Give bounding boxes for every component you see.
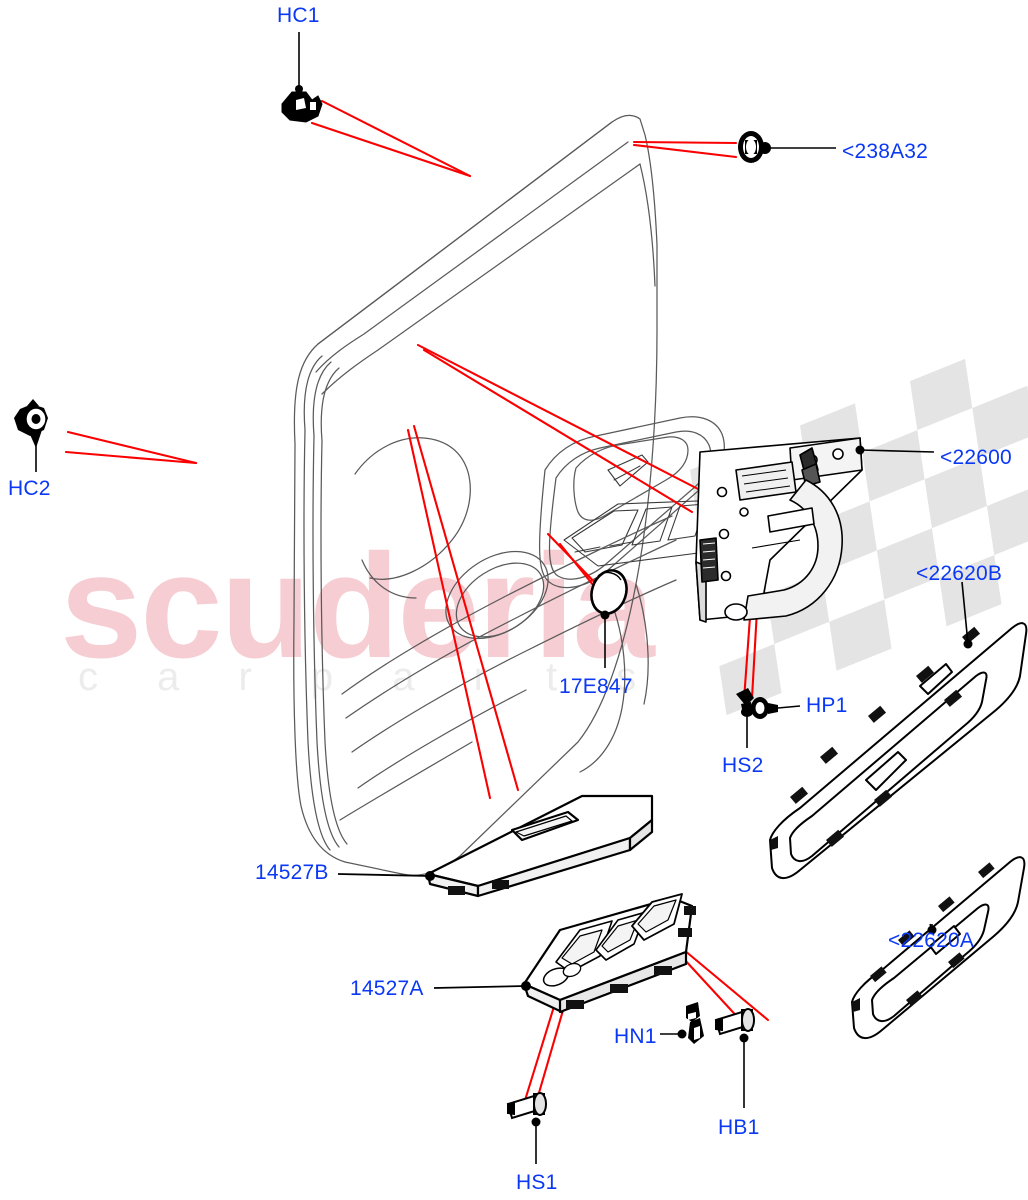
part-label-hp1: HP1 (806, 694, 848, 717)
part-hn1-retainer (686, 1002, 704, 1044)
part-label-hc1: HC1 (277, 4, 320, 27)
leader-line-22620b (961, 581, 969, 645)
leader-line-hp1 (777, 705, 801, 709)
part-14527a-switch-bezel (522, 893, 696, 1014)
part-label-14527b: 14527B (255, 861, 329, 884)
part-238a32-grommet (738, 131, 771, 163)
part-hc1-clip (281, 91, 323, 123)
part-label-hc2: HC2 (8, 477, 51, 500)
part-label-22600: <22600 (940, 446, 1012, 469)
part-14527b-switch-bezel (426, 794, 654, 898)
part-label-238a32: <238A32 (842, 140, 929, 163)
part-hb1-bolt (714, 1008, 755, 1036)
part-hc2-clip (14, 399, 48, 448)
part-22620b-handle-bezel-upper (769, 622, 1028, 879)
watermark-carparts: c a r p a r t s (78, 655, 661, 699)
part-hp1-clip (751, 697, 778, 719)
part-22600-door-handle-assembly (695, 437, 863, 623)
part-label-hs1: HS1 (516, 1171, 558, 1194)
part-hs2-screw (736, 688, 754, 717)
part-label-hn1: HN1 (614, 1025, 657, 1048)
part-label-14527a: 14527A (350, 977, 424, 1000)
part-label-17e847: 17E847 (559, 675, 633, 698)
part-label-hs2: HS2 (722, 754, 764, 777)
leader-line-14527b (337, 873, 431, 877)
leader-line-14527a (433, 985, 527, 989)
leader-line-22600 (859, 449, 935, 453)
part-label-22620a: <22620A (888, 929, 975, 952)
part-hs1-screw (506, 1092, 547, 1120)
part-label-22620b: <22620B (916, 562, 1003, 585)
part-label-hb1: HB1 (718, 1116, 760, 1139)
watermark-scuderia: scuderia (60, 524, 655, 689)
part-22620a-handle-bezel-lower (851, 856, 1026, 1039)
door-trim-panel-illustration (293, 114, 725, 876)
